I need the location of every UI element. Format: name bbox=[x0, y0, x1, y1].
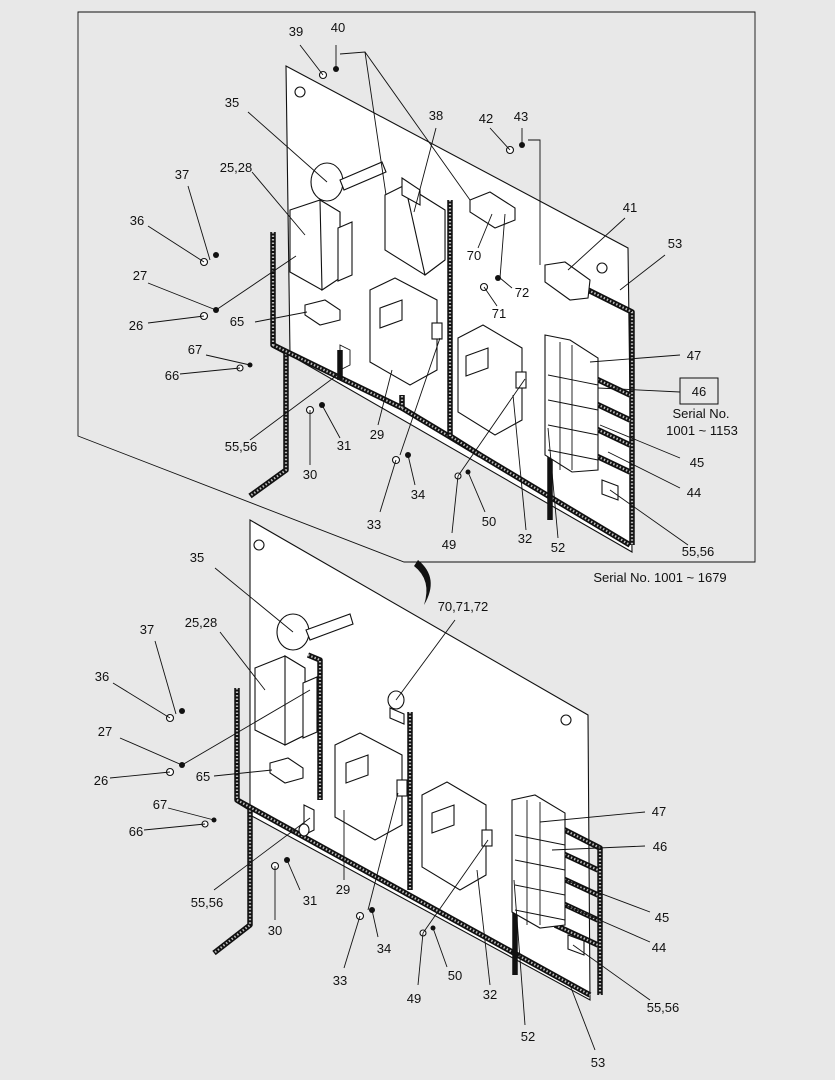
callout-66: 66 bbox=[129, 824, 143, 839]
relay-bank-44-47 bbox=[544, 334, 599, 473]
callout-27: 27 bbox=[133, 268, 147, 283]
ground-clamp-bottom bbox=[298, 804, 585, 956]
callout-26: 26 bbox=[129, 318, 143, 333]
callout-49: 49 bbox=[442, 537, 456, 552]
callout-67: 67 bbox=[188, 342, 202, 357]
callout-45: 45 bbox=[690, 455, 704, 470]
callout-37: 37 bbox=[140, 622, 154, 637]
inset-note-line1: Serial No. bbox=[672, 406, 729, 421]
callout-55-56: 55,56 bbox=[191, 895, 224, 910]
callout-34: 34 bbox=[411, 487, 425, 502]
callout-72: 72 bbox=[515, 285, 529, 300]
callout-55-56: 55,56 bbox=[647, 1000, 680, 1015]
callout-47: 47 bbox=[652, 804, 666, 819]
callout-42: 42 bbox=[479, 111, 493, 126]
switch-41 bbox=[544, 261, 591, 301]
view-arrow bbox=[414, 560, 431, 605]
callout-47: 47 bbox=[687, 348, 701, 363]
callout-43: 43 bbox=[514, 109, 528, 124]
callout-25-28: 25,28 bbox=[185, 615, 218, 630]
callout-71: 71 bbox=[492, 306, 506, 321]
callout-32: 32 bbox=[483, 987, 497, 1002]
callout-70: 70 bbox=[467, 248, 481, 263]
callout-31: 31 bbox=[337, 438, 351, 453]
callout-49: 49 bbox=[407, 991, 421, 1006]
callout-30: 30 bbox=[303, 467, 317, 482]
callout-52: 52 bbox=[551, 540, 565, 555]
callout-32: 32 bbox=[518, 531, 532, 546]
callout-53: 53 bbox=[668, 236, 682, 251]
callout-45: 45 bbox=[655, 910, 669, 925]
callout-40: 40 bbox=[331, 20, 345, 35]
callout-36: 36 bbox=[95, 669, 109, 684]
controller-32-bottom bbox=[421, 781, 493, 891]
relay-25-28 bbox=[289, 199, 353, 292]
callout-35: 35 bbox=[225, 95, 239, 110]
callout-25-28: 25,28 bbox=[220, 160, 253, 175]
callout-46: 46 bbox=[653, 839, 667, 854]
connector-65-bottom bbox=[269, 757, 304, 784]
callout-38: 38 bbox=[429, 108, 443, 123]
callout-66: 66 bbox=[165, 368, 179, 383]
callout-29: 29 bbox=[336, 882, 350, 897]
callout-36: 36 bbox=[130, 213, 144, 228]
relay-70 bbox=[469, 191, 516, 229]
callout-50: 50 bbox=[482, 514, 496, 529]
bottom-callouts: 35 70,71,72 37 25,28 36 27 26 65 67 66 4… bbox=[94, 550, 680, 1070]
callout-65: 65 bbox=[230, 314, 244, 329]
inset-note-line2: 1001 ~ 1153 bbox=[666, 423, 738, 438]
bottom-leader-lines bbox=[109, 567, 651, 1051]
callout-52: 52 bbox=[521, 1029, 535, 1044]
callout-29: 29 bbox=[370, 427, 384, 442]
callout-50: 50 bbox=[448, 968, 462, 983]
callout-34: 34 bbox=[377, 941, 391, 956]
callout-26: 26 bbox=[94, 773, 108, 788]
callout-67: 67 bbox=[153, 797, 167, 812]
relay-bank-bottom bbox=[511, 794, 566, 929]
callout-27: 27 bbox=[98, 724, 112, 739]
top-leader-lines bbox=[147, 44, 689, 546]
callout-46-box bbox=[679, 377, 719, 405]
bottom-panel bbox=[249, 519, 591, 1001]
callout-33: 33 bbox=[367, 517, 381, 532]
top-callouts: 39 40 35 38 42 43 37 25,28 41 36 53 70 2… bbox=[129, 20, 738, 585]
callout-44: 44 bbox=[687, 485, 701, 500]
panel-hole-icon bbox=[596, 262, 608, 274]
connector-65 bbox=[304, 299, 341, 326]
controller-29-bottom bbox=[334, 732, 408, 841]
callout-70-71-72: 70,71,72 bbox=[438, 599, 489, 614]
callout-65: 65 bbox=[196, 769, 210, 784]
panel-hole-icon bbox=[560, 714, 572, 726]
panel-hole-icon bbox=[294, 86, 306, 98]
panel-hole-icon bbox=[253, 539, 265, 551]
callout-31: 31 bbox=[303, 893, 317, 908]
callout-37: 37 bbox=[175, 167, 189, 182]
top-view-frame bbox=[77, 11, 756, 563]
callout-39: 39 bbox=[289, 24, 303, 39]
callout-41: 41 bbox=[623, 200, 637, 215]
serial-caption: Serial No. 1001 ~ 1679 bbox=[593, 570, 726, 585]
controller-32 bbox=[457, 324, 527, 436]
callout-55-56: 55,56 bbox=[682, 544, 715, 559]
callout-30: 30 bbox=[268, 923, 282, 938]
controller-29 bbox=[369, 277, 443, 386]
callout-55-56: 55,56 bbox=[225, 439, 258, 454]
callout-53: 53 bbox=[591, 1055, 605, 1070]
callout-44: 44 bbox=[652, 940, 666, 955]
callout-46: 46 bbox=[692, 384, 706, 399]
callout-33: 33 bbox=[333, 973, 347, 988]
callout-35: 35 bbox=[190, 550, 204, 565]
